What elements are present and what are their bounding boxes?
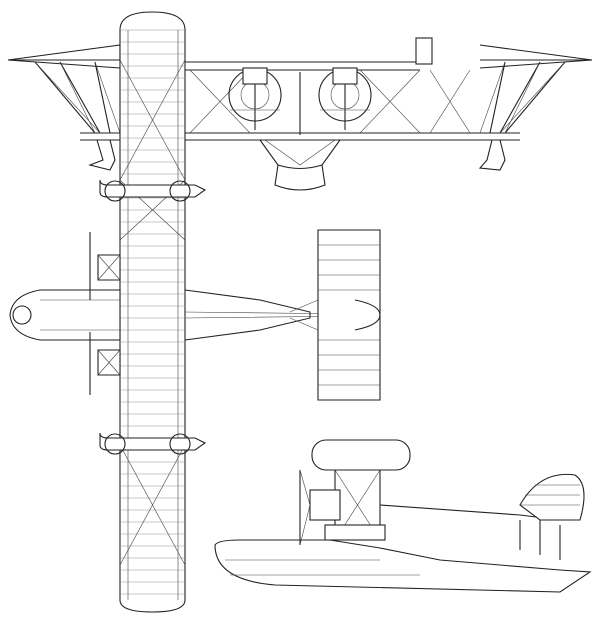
engine-nacelle-right — [99, 432, 207, 455]
wing-ribs — [120, 29, 185, 595]
side-view — [214, 439, 592, 593]
top-view — [9, 11, 381, 613]
front-view — [7, 37, 593, 191]
engine-nacelle-left — [99, 179, 207, 202]
